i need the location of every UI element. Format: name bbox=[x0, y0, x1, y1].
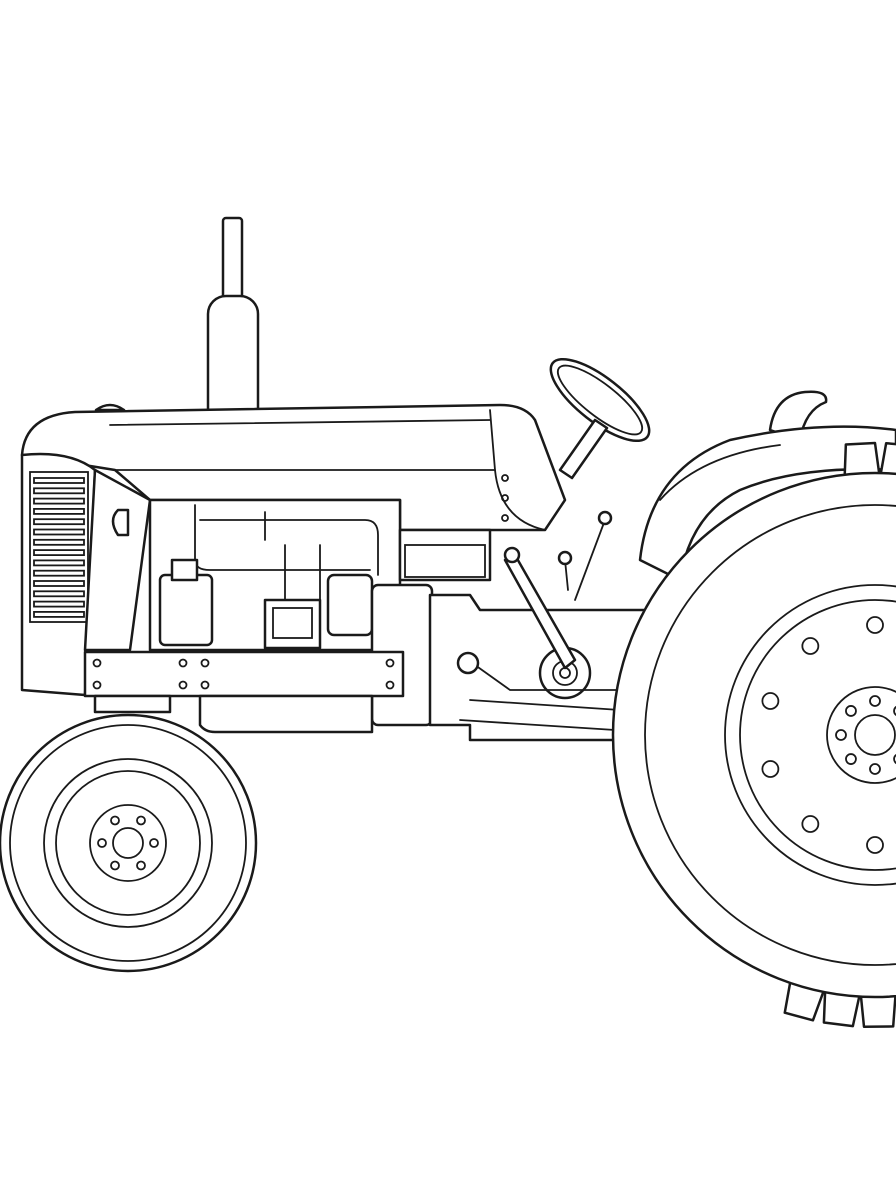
bolt bbox=[92, 680, 102, 690]
grille-slat bbox=[33, 518, 85, 526]
rim-bolt bbox=[866, 616, 884, 634]
grille-slat bbox=[33, 569, 85, 577]
rim-bolt bbox=[866, 836, 884, 854]
bolt bbox=[200, 680, 210, 690]
rim-bolt bbox=[801, 815, 820, 833]
bolt bbox=[92, 658, 102, 668]
lug-nut bbox=[893, 705, 896, 717]
steering-wheel bbox=[549, 357, 651, 480]
frame-rail bbox=[83, 650, 405, 734]
lug-nut bbox=[110, 860, 120, 871]
rim-bolt bbox=[761, 760, 780, 778]
rear-fender bbox=[638, 425, 896, 582]
lug-nut bbox=[845, 705, 857, 717]
grille-slat bbox=[33, 487, 85, 495]
grille-slat bbox=[33, 590, 85, 598]
grille-slat bbox=[33, 600, 85, 608]
lug-nut bbox=[835, 729, 847, 741]
lug-nut bbox=[110, 815, 120, 826]
lug-nut bbox=[845, 753, 857, 765]
lug-nut bbox=[869, 695, 881, 707]
seat bbox=[768, 390, 828, 442]
grille-slat bbox=[33, 611, 85, 618]
rim-bolt bbox=[761, 692, 780, 710]
grille-slat bbox=[33, 507, 85, 515]
grille-slat bbox=[33, 538, 85, 546]
lug-nut bbox=[136, 860, 146, 871]
lug-nut bbox=[136, 815, 146, 826]
bolt bbox=[385, 680, 395, 690]
grille-slat bbox=[33, 497, 85, 505]
grille-slat bbox=[33, 528, 85, 536]
lug-nut bbox=[97, 838, 107, 848]
bolt bbox=[178, 658, 188, 668]
grille-slat bbox=[33, 477, 85, 484]
lug-nut bbox=[869, 763, 881, 775]
rim-bolt bbox=[801, 637, 820, 655]
bolt bbox=[178, 680, 188, 690]
grille-slat bbox=[33, 559, 85, 567]
bolt bbox=[200, 658, 210, 668]
transmission bbox=[428, 510, 652, 742]
lug-nut bbox=[893, 753, 896, 765]
front-wheel bbox=[0, 713, 258, 973]
grille-slat bbox=[33, 580, 85, 587]
bolt bbox=[385, 658, 395, 668]
grille-slat bbox=[33, 549, 85, 556]
rear-wheel bbox=[611, 441, 896, 1029]
front-grille bbox=[20, 452, 152, 697]
lug-nut bbox=[149, 838, 159, 848]
